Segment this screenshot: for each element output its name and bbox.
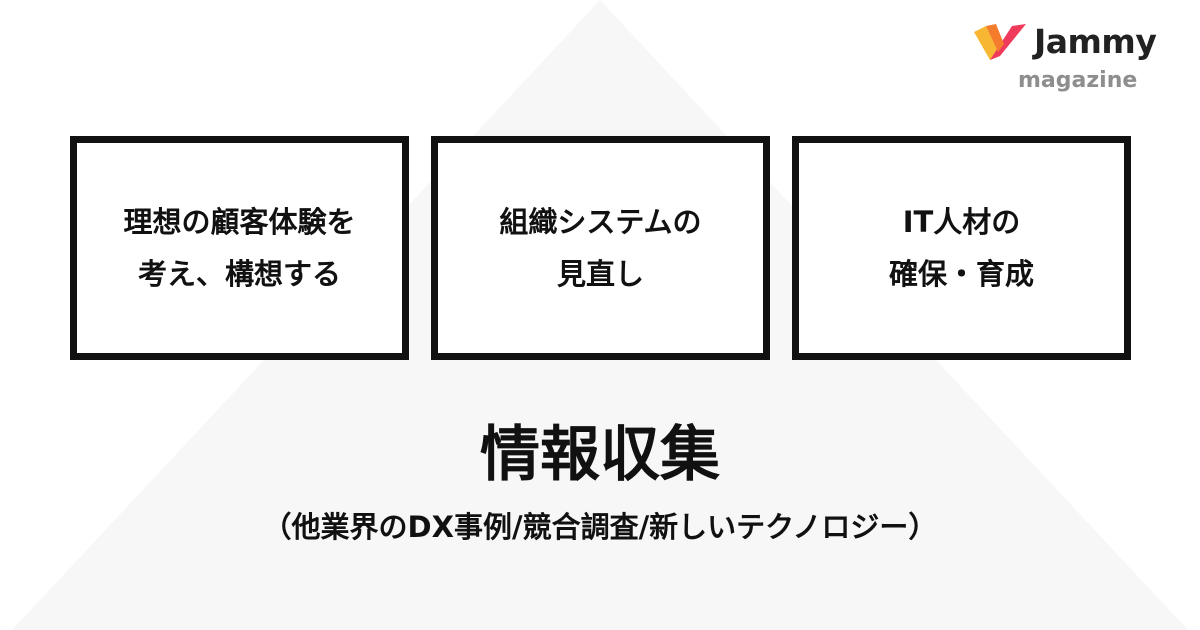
- card-it-talent: IT人材の 確保・育成: [792, 136, 1131, 360]
- card-text-line: 見直し: [556, 257, 644, 291]
- main-title: 情報収集: [480, 420, 720, 490]
- card-organization-system: 組織システムの 見直し: [431, 136, 770, 360]
- card-text-line: 考え、構想する: [137, 257, 341, 291]
- card-text-line: 理想の顧客体験を: [123, 205, 356, 239]
- subtitle: （他業界のDX事例/競合調査/新しいテクノロジー）: [262, 510, 938, 544]
- card-text-line: 組織システムの: [499, 205, 702, 239]
- card-text-line: IT人材の: [902, 205, 1021, 239]
- logo-subtitle: magazine: [1018, 68, 1138, 93]
- jammy-logo-icon: [974, 24, 1026, 60]
- jammy-magazine-logo[interactable]: Jammy magazine: [972, 18, 1182, 98]
- card-customer-experience: 理想の顧客体験を 考え、構想する: [70, 136, 409, 360]
- logo-name: Jammy: [1034, 22, 1157, 61]
- card-text-line: 確保・育成: [888, 257, 1034, 291]
